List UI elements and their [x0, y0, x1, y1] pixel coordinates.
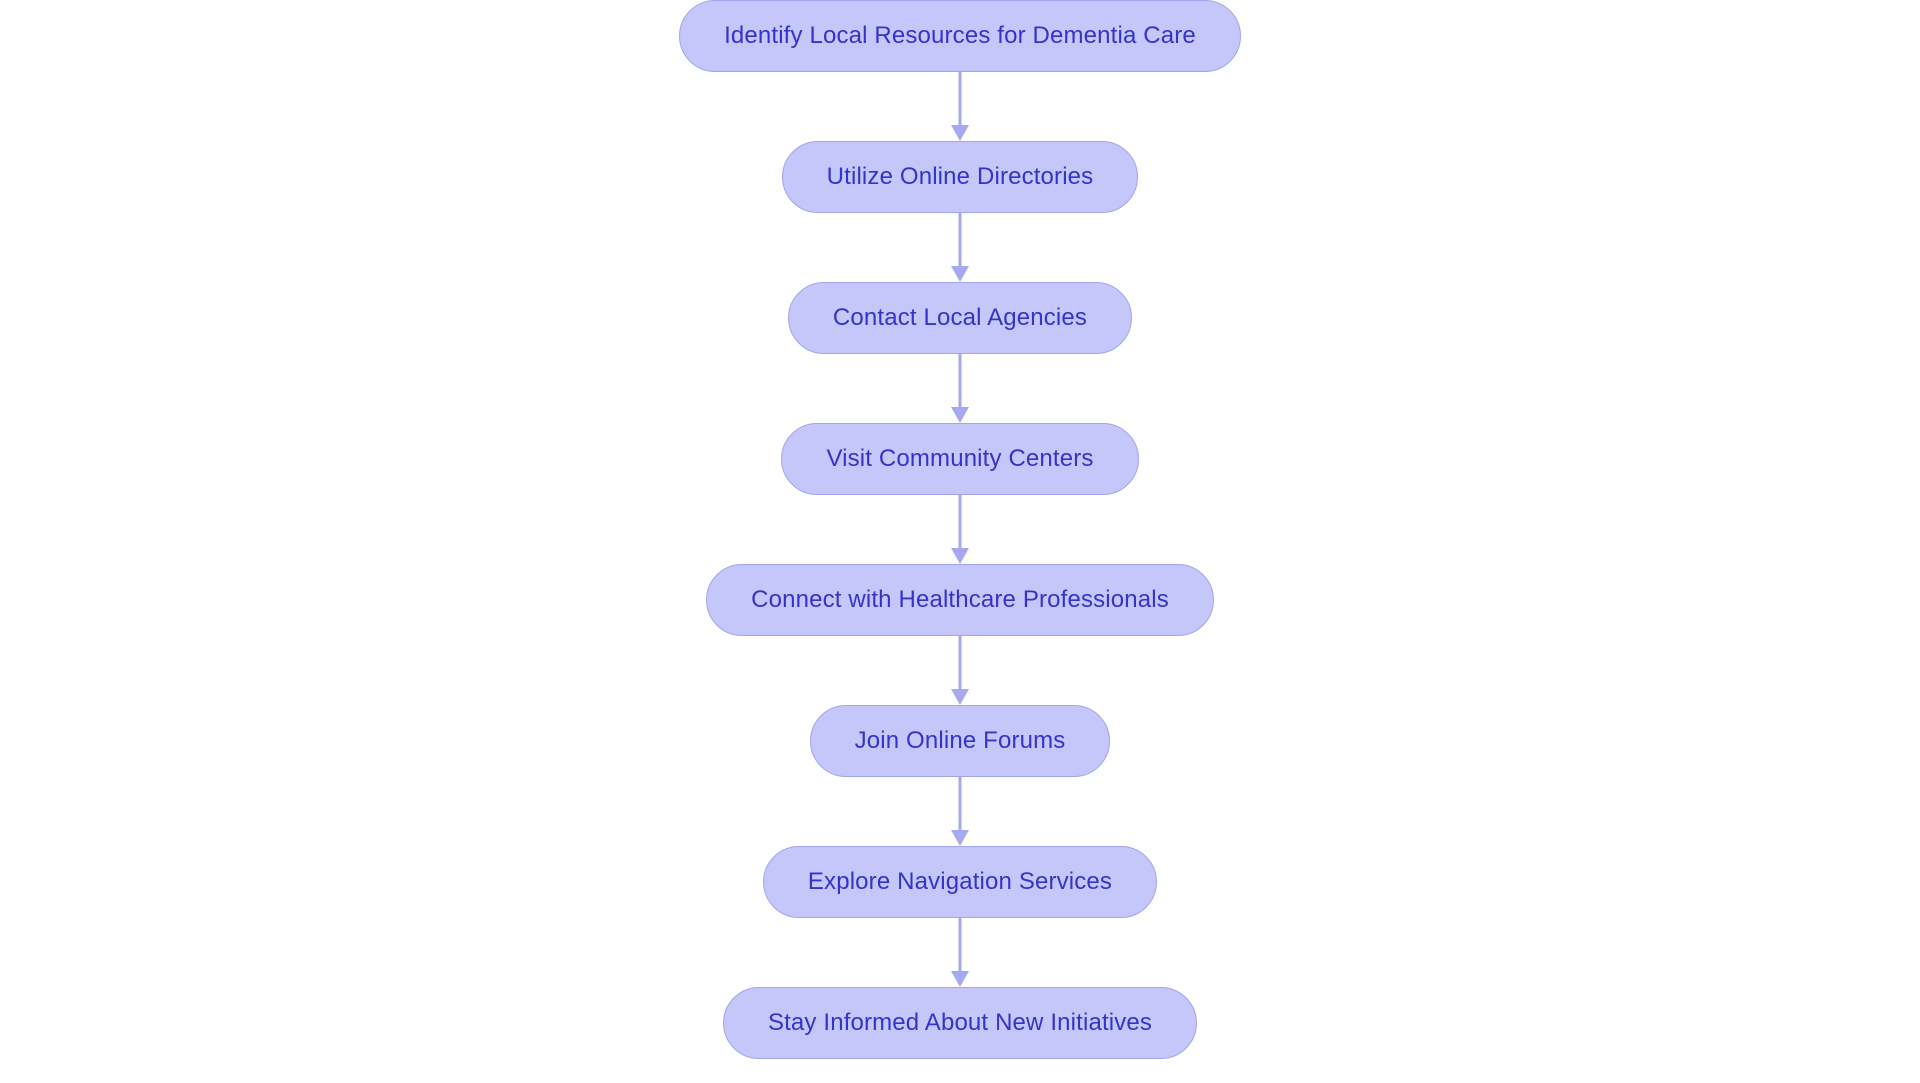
flowchart-node-visit-community-centers[interactable]: Visit Community Centers — [781, 423, 1139, 495]
arrow-down-icon — [951, 266, 969, 282]
node-label: Identify Local Resources for Dementia Ca… — [724, 22, 1196, 49]
arrow-down-icon — [951, 548, 969, 564]
arrow-down-icon — [951, 971, 969, 987]
arrow-down-icon — [951, 830, 969, 846]
node-label: Explore Navigation Services — [807, 868, 1113, 895]
flowchart-node-identify-local-resources-for-dementia-care[interactable]: Identify Local Resources for Dementia Ca… — [679, 0, 1241, 72]
flowchart-edge-n2-to-n3 — [949, 213, 971, 282]
flowchart-node-connect-with-healthcare-professionals[interactable]: Connect with Healthcare Professionals — [706, 564, 1214, 636]
node-label: Join Online Forums — [854, 727, 1066, 754]
flowchart-node-contact-local-agencies[interactable]: Contact Local Agencies — [787, 282, 1133, 354]
flowchart-node-explore-navigation-services[interactable]: Explore Navigation Services — [762, 846, 1158, 918]
edge-line — [958, 72, 962, 128]
flowchart-edge-n7-to-n8 — [949, 918, 971, 987]
node-label: Utilize Online Directories — [826, 163, 1094, 190]
edge-line — [958, 777, 962, 833]
flowchart-node-utilize-online-directories[interactable]: Utilize Online Directories — [781, 141, 1139, 213]
flowchart-edge-n6-to-n7 — [949, 777, 971, 846]
arrow-down-icon — [951, 407, 969, 423]
edge-line — [958, 495, 962, 551]
node-label: Visit Community Centers — [826, 445, 1094, 472]
flowchart-node-join-online-forums[interactable]: Join Online Forums — [809, 705, 1111, 777]
node-label: Connect with Healthcare Professionals — [751, 586, 1169, 613]
arrow-down-icon — [951, 689, 969, 705]
edge-line — [958, 213, 962, 269]
flowchart-edge-n5-to-n6 — [949, 636, 971, 705]
edge-line — [958, 636, 962, 692]
flowchart-node-stay-informed-about-new-initiatives[interactable]: Stay Informed About New Initiatives — [722, 987, 1198, 1059]
flowchart-edge-n1-to-n2 — [949, 72, 971, 141]
arrow-down-icon — [951, 125, 969, 141]
edge-line — [958, 918, 962, 974]
node-label: Stay Informed About New Initiatives — [767, 1009, 1153, 1036]
flowchart-edge-n4-to-n5 — [949, 495, 971, 564]
flowchart-edge-n3-to-n4 — [949, 354, 971, 423]
node-label: Contact Local Agencies — [832, 304, 1088, 331]
edge-line — [958, 354, 962, 410]
